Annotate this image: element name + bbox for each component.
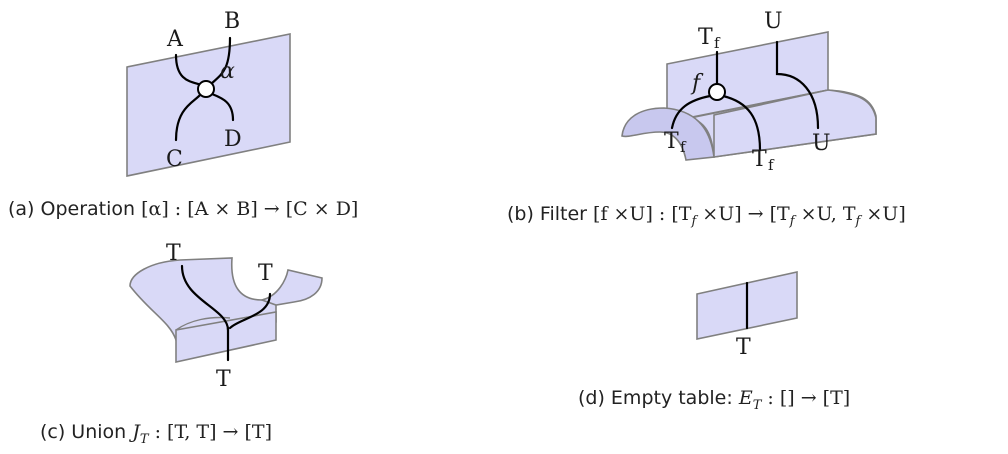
panel-c-wire-left <box>180 264 230 332</box>
panel-a-label-a: A <box>166 27 184 52</box>
caption-d-e: E <box>738 387 753 409</box>
caption-b: (b) Filter [f ×U] : [Tf ×U] → [Tf ×U, Tf… <box>507 203 906 229</box>
panel-a-label-c: C <box>166 147 183 172</box>
caption-a-math: [α] : [A × B] → [C × D] <box>141 198 359 220</box>
panel-b-label-mid-sub: f <box>768 156 775 174</box>
panel-a-operation: A B α C D <box>126 9 291 177</box>
panel-d-label-bottom: T <box>736 335 751 360</box>
panel-b-label-top-t: T <box>698 25 713 50</box>
panel-b-label-mid-t: T <box>752 147 767 172</box>
caption-b-math-1: [f ×U] : [T <box>593 203 692 225</box>
caption-d-sub: T <box>752 397 762 413</box>
panel-c-fold-line <box>175 316 231 331</box>
caption-b-sub-1: f <box>691 213 697 229</box>
panel-c-wire-right <box>228 292 272 330</box>
panel-b-label-u-top: U <box>764 9 783 34</box>
caption-a-prefix: (a) Operation <box>8 198 136 220</box>
caption-b-prefix: (b) Filter <box>507 203 587 225</box>
panel-b-wire-left-tf <box>670 94 712 130</box>
panel-c-lower-sheet <box>175 311 277 363</box>
panel-c-label-top-left: T <box>166 241 181 266</box>
panel-c-union: T T T <box>129 241 323 392</box>
panel-b-label-top-sub: f <box>714 34 721 52</box>
panel-c-right-sheet <box>259 269 323 306</box>
caption-d-math: : [] → [T] <box>761 387 851 409</box>
caption-c-sub: T <box>139 431 149 447</box>
panel-b-filter: T f U f T f T f U <box>621 9 877 174</box>
caption-c-math: : [T, T] → [T] <box>148 421 272 443</box>
caption-c-j: J <box>132 421 140 443</box>
panel-b-wire-u <box>775 40 820 130</box>
panel-d-empty-table: T <box>696 271 798 360</box>
caption-b-sub-3: f <box>855 213 861 229</box>
panel-b-wire-bottom-tf <box>721 94 762 152</box>
caption-b-sub-2: f <box>789 213 795 229</box>
caption-c: (c) Union JT : [T, T] → [T] <box>40 421 272 447</box>
caption-a: (a) Operation [α] : [A × B] → [C × D] <box>8 198 358 220</box>
panel-b-label-left-t: T <box>664 129 679 154</box>
panel-c-label-bottom: T <box>216 367 231 392</box>
panel-b-label-left-sub: f <box>680 138 687 156</box>
panel-a-node-alpha <box>197 80 215 98</box>
panel-a-label-d: D <box>224 127 242 152</box>
caption-d: (d) Empty table: ET : [] → [T] <box>578 387 850 413</box>
caption-d-prefix: (d) Empty table: <box>578 387 733 409</box>
panel-a-wire-c <box>174 93 202 142</box>
panel-a-wire-d <box>210 92 235 122</box>
caption-c-prefix: (c) Union <box>40 421 127 443</box>
panel-a-sheet <box>126 33 291 177</box>
panel-b-node-f <box>708 83 726 101</box>
panel-a-label-b: B <box>224 9 240 34</box>
panel-b-right-front <box>713 89 877 158</box>
panel-c-label-top-right: T <box>258 261 273 286</box>
caption-b-math-3: ×U, T <box>794 203 856 225</box>
panel-b-label-u-bottom: U <box>812 131 831 156</box>
caption-b-math-4: ×U] <box>860 203 906 225</box>
panel-a-label-alpha: α <box>220 59 235 84</box>
caption-b-math-2: ×U] → [T <box>696 203 790 225</box>
panel-a-wire-b <box>209 36 232 86</box>
